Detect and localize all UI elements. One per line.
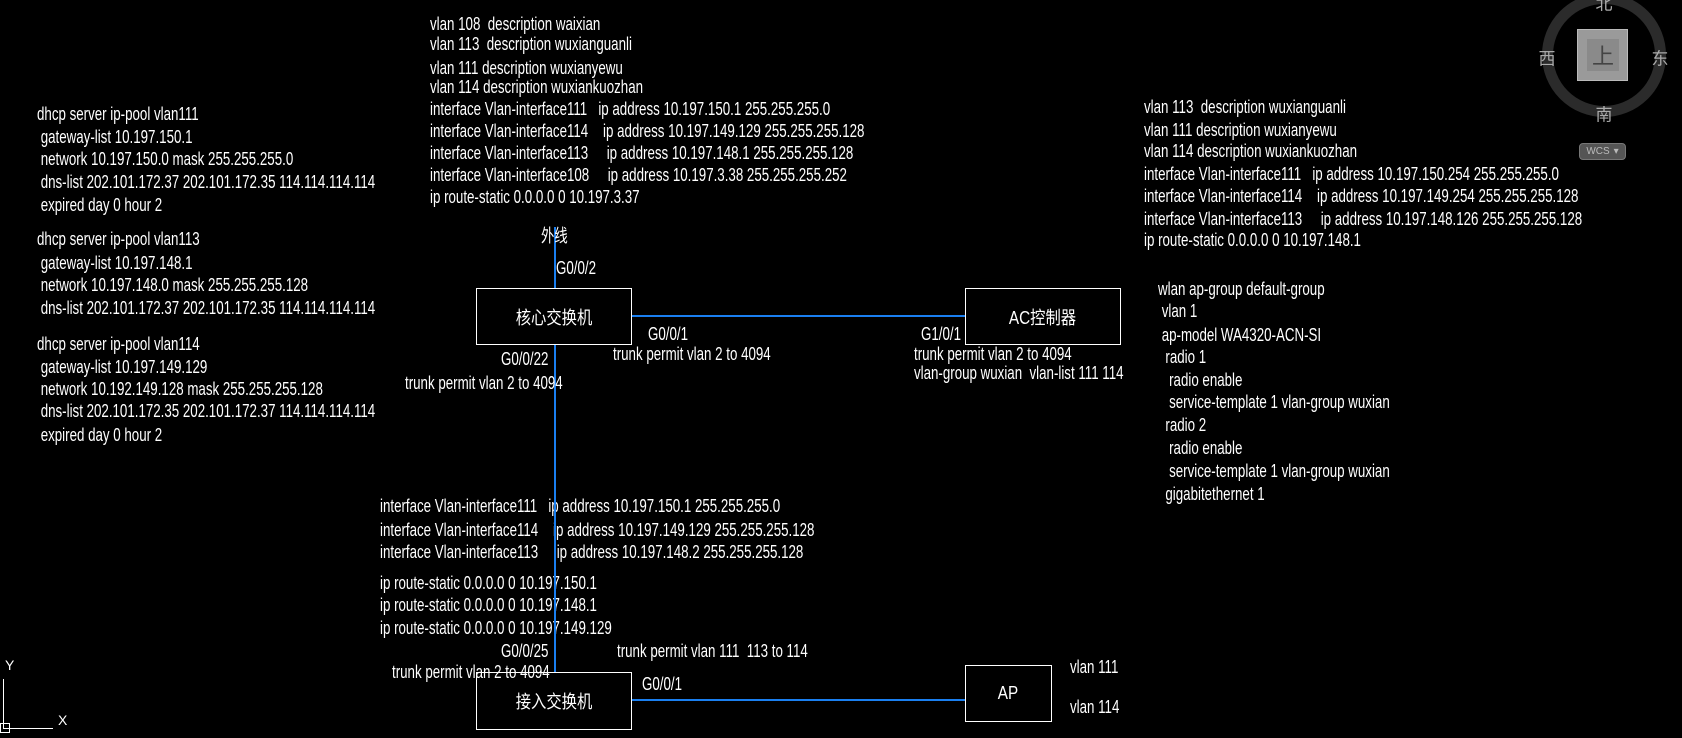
config-line: ip route-static 0.0.0.0 0 10.197.3.37 <box>430 187 640 207</box>
wcs-label: WCS <box>1586 146 1610 157</box>
config-line: dhcp server ip-pool vlan113 <box>37 229 200 249</box>
access-ap-port: G0/0/1 <box>642 674 682 694</box>
config-line: vlan 113 description wuxianguanli <box>1144 97 1346 117</box>
compass-west[interactable]: 西 <box>1538 49 1556 69</box>
core-ac-link <box>632 315 965 317</box>
core-uplink-port: G0/0/2 <box>556 258 596 278</box>
config-line: service-template 1 vlan-group wuxian <box>1158 392 1390 412</box>
core-ac-port: G0/0/1 <box>648 324 688 344</box>
core-switch-box[interactable]: 核心交换机 <box>476 288 632 345</box>
config-line: gateway-list 10.197.149.129 <box>37 357 208 377</box>
chevron-down-icon: ▾ <box>1613 146 1619 157</box>
viewcube-top-face[interactable]: 上 <box>1577 29 1628 81</box>
config-line: ip route-static 0.0.0.0 0 10.197.148.1 <box>380 595 597 615</box>
ucs-y-axis <box>3 679 4 729</box>
ap-vlan-114: vlan 114 <box>1070 697 1120 717</box>
config-line: wlan ap-group default-group <box>1158 279 1325 299</box>
config-line: interface Vlan-interface113 ip address 1… <box>430 143 854 163</box>
config-line: vlan 108 description waixian <box>430 14 601 34</box>
access-ap-trunk: trunk permit vlan 111 113 to 114 <box>617 641 808 661</box>
config-line: expired day 0 hour 2 <box>37 425 163 445</box>
ucs-y-label: Y <box>5 657 15 673</box>
config-line: ip route-static 0.0.0.0 0 10.197.149.129 <box>380 618 612 638</box>
ac-port: G1/0/1 <box>921 324 961 344</box>
ucs-origin-box <box>0 723 10 733</box>
config-line: vlan 111 description wuxianyewu <box>1144 120 1337 140</box>
ucs-x-axis <box>3 728 53 729</box>
core-access-link <box>554 345 556 672</box>
config-line: radio 2 <box>1158 415 1207 435</box>
ac-trunk: trunk permit vlan 2 to 4094 <box>914 344 1072 364</box>
ac-controller-box[interactable]: AC控制器 <box>965 288 1121 345</box>
config-line: ip route-static 0.0.0.0 0 10.197.148.1 <box>1144 230 1361 250</box>
ap-vlan-111: vlan 111 <box>1070 657 1119 677</box>
access-up-trunk: trunk permit vlan 2 to 4094 <box>392 662 550 682</box>
config-line: gateway-list 10.197.148.1 <box>37 253 193 273</box>
config-line: network 10.197.148.0 mask 255.255.255.12… <box>37 275 309 295</box>
core-down-trunk: trunk permit vlan 2 to 4094 <box>405 373 563 393</box>
config-line: gateway-list 10.197.150.1 <box>37 127 193 147</box>
ac-vlan-group: vlan-group wuxian vlan-list 111 114 <box>914 363 1124 383</box>
core-down-port: G0/0/22 <box>501 349 549 369</box>
config-line: dns-list 202.101.172.35 202.101.172.37 1… <box>37 401 376 421</box>
config-line: interface Vlan-interface114 ip address 1… <box>380 520 815 540</box>
config-line: network 10.197.150.0 mask 255.255.255.0 <box>37 149 294 169</box>
config-line: interface Vlan-interface113 ip address 1… <box>380 542 804 562</box>
config-line: interface Vlan-interface113 ip address 1… <box>1144 209 1583 229</box>
config-line: radio 1 <box>1158 347 1207 367</box>
config-line: vlan 111 description wuxianyewu <box>430 58 623 78</box>
config-line: expired day 0 hour 2 <box>37 195 163 215</box>
config-line: vlan 114 description wuxiankuozhan <box>1144 141 1358 161</box>
ucs-x-label: X <box>58 712 68 728</box>
config-line: dns-list 202.101.172.37 202.101.172.35 1… <box>37 172 376 192</box>
top-face-label: 上 <box>1587 39 1619 71</box>
config-line: network 10.192.149.128 mask 255.255.255.… <box>37 379 323 399</box>
compass-north[interactable]: 北 <box>1595 0 1613 14</box>
ap-label: AP <box>998 683 1019 703</box>
config-line: vlan 113 description wuxianguanli <box>430 34 632 54</box>
config-line: radio enable <box>1158 438 1243 458</box>
ac-controller-label: AC控制器 <box>1009 307 1077 328</box>
config-line: gigabitethernet 1 <box>1158 484 1265 504</box>
access-switch-box[interactable]: 接入交换机 <box>476 672 632 730</box>
config-line: interface Vlan-interface108 ip address 1… <box>430 165 847 185</box>
config-line: service-template 1 vlan-group wuxian <box>1158 461 1390 481</box>
external-line-label: 外线 <box>541 226 568 246</box>
core-ac-trunk: trunk permit vlan 2 to 4094 <box>613 344 771 364</box>
config-line: radio enable <box>1158 370 1243 390</box>
config-line: interface Vlan-interface111 ip address 1… <box>430 99 831 119</box>
config-line: ip route-static 0.0.0.0 0 10.197.150.1 <box>380 573 597 593</box>
core-switch-label: 核心交换机 <box>515 307 593 328</box>
config-line: vlan 114 description wuxiankuozhan <box>430 77 644 97</box>
config-line: ap-model WA4320-ACN-SI <box>1158 325 1322 345</box>
config-line: interface Vlan-interface111 ip address 1… <box>380 496 781 516</box>
external-link <box>554 227 556 288</box>
access-up-port: G0/0/25 <box>501 641 549 661</box>
compass-ring[interactable] <box>1542 0 1666 117</box>
config-line: interface Vlan-interface111 ip address 1… <box>1144 164 1559 184</box>
config-line: interface Vlan-interface114 ip address 1… <box>430 121 865 141</box>
access-switch-label: 接入交换机 <box>515 692 593 712</box>
ap-box[interactable]: AP <box>965 665 1052 722</box>
wcs-dropdown[interactable]: WCS▾ <box>1579 143 1626 160</box>
config-line: interface Vlan-interface114 ip address 1… <box>1144 186 1579 206</box>
compass-south[interactable]: 南 <box>1595 105 1613 125</box>
config-line: dhcp server ip-pool vlan111 <box>37 104 199 124</box>
config-line: dns-list 202.101.172.37 202.101.172.35 1… <box>37 298 376 318</box>
config-line: dhcp server ip-pool vlan114 <box>37 334 200 354</box>
compass-east[interactable]: 东 <box>1651 49 1669 69</box>
access-ap-link <box>632 699 965 701</box>
config-line: vlan 1 <box>1158 301 1198 321</box>
